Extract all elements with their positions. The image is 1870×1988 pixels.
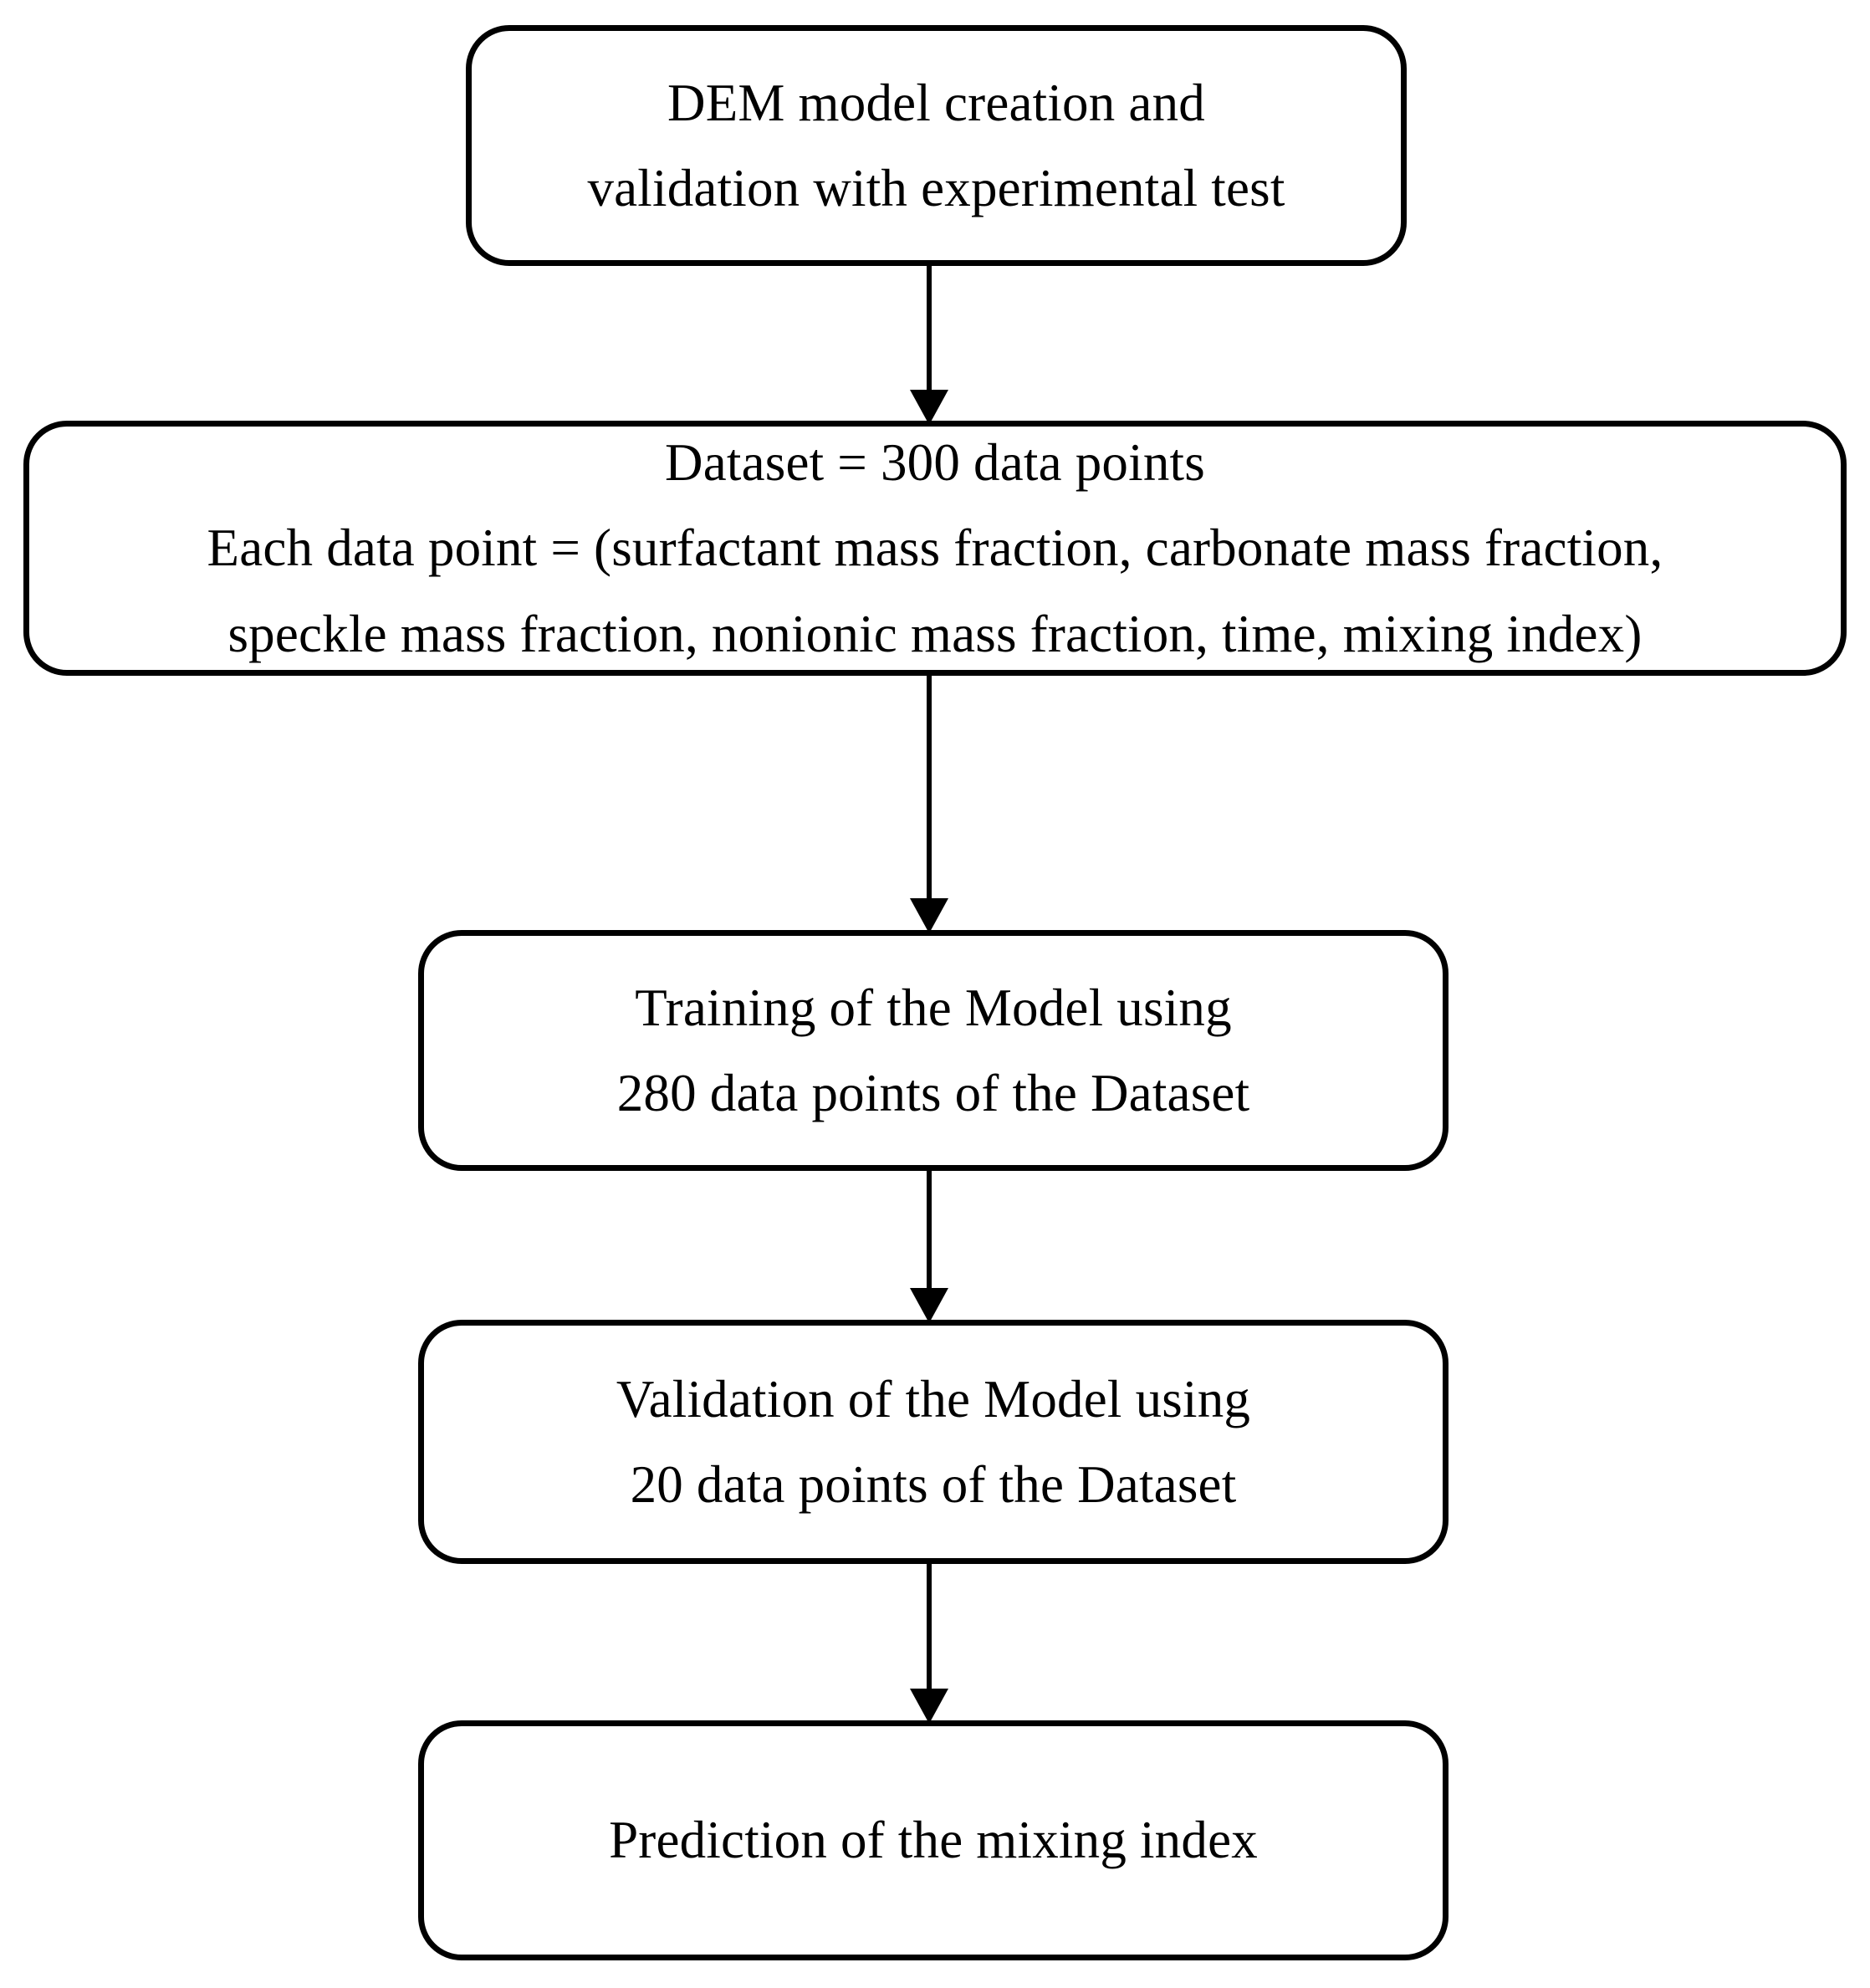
node-dem-line-1: DEM model creation and <box>667 73 1205 132</box>
arrow-validation-to-prediction <box>910 1562 948 1724</box>
node-validation-line-2: 20 data points of the Dataset <box>630 1455 1237 1514</box>
arrow-dem-to-dataset <box>910 264 948 425</box>
node-training-of-model: Training of the Model using 280 data poi… <box>418 930 1448 1171</box>
node-validation-line-1: Validation of the Model using <box>616 1369 1251 1428</box>
node-dataset-line-3: speckle mass fraction, nonionic mass fra… <box>227 604 1643 663</box>
node-dem-line-2: validation with experimental test <box>587 159 1285 217</box>
arrow-dataset-to-training <box>910 674 948 933</box>
node-dataset-line-2: Each data point = (surfactant mass fract… <box>207 519 1663 578</box>
node-dem-model-creation: DEM model creation and validation with e… <box>466 25 1407 266</box>
node-prediction-mixing-index: Prediction of the mixing index <box>418 1720 1448 1960</box>
node-dataset-line-1: Dataset = 300 data points <box>665 433 1205 493</box>
node-prediction-line-1: Prediction of the mixing index <box>609 1811 1258 1870</box>
node-dataset-description: Dataset = 300 data points Each data poin… <box>23 421 1847 676</box>
node-training-line-1: Training of the Model using <box>635 978 1232 1037</box>
node-validation-of-model: Validation of the Model using 20 data po… <box>418 1320 1448 1564</box>
node-training-line-2: 280 data points of the Dataset <box>616 1064 1250 1122</box>
arrow-training-to-validation <box>910 1169 948 1323</box>
